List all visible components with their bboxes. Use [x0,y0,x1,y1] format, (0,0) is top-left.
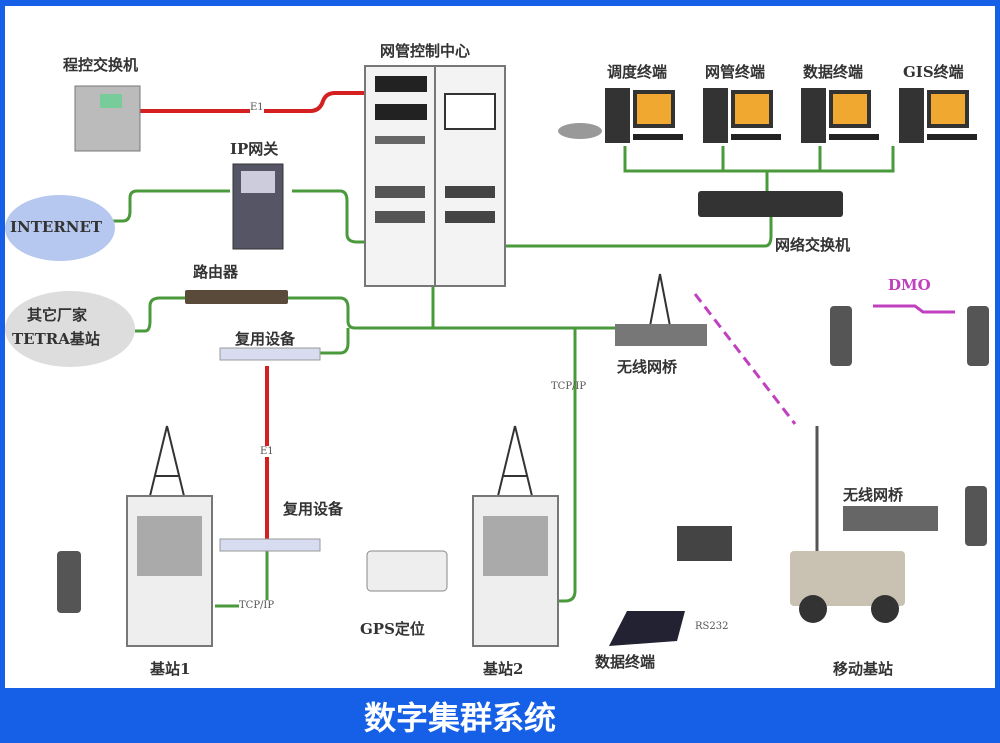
mobile-base-station-icon [790,426,938,623]
base-station-1-icon [126,425,213,647]
dmo-zigzag [873,304,955,314]
label-other-vendor-2: TETRA基站 [12,330,100,348]
mux-top-icon [219,347,321,361]
link-mux-backbone [317,328,350,355]
base-station-2-icon [472,425,559,647]
dispatch-microphone-icon [558,123,602,139]
label-data-terminal-top: 数据终端 [803,63,864,81]
link-switch-terminals [623,146,895,191]
wireless-bridge-icon [615,273,707,346]
label-base-station-2: 基站2 [483,660,524,678]
label-tcpip-1: TCP/IP [551,381,587,392]
label-other-vendor-1: 其它厂家 [27,306,88,324]
label-rs232: RS232 [695,621,729,632]
network-switch-icon [698,191,843,217]
diagram-title: 数字集群系统 [363,698,556,737]
router-icon [185,290,288,304]
label-wireless-bridge-1: 无线网桥 [617,358,678,376]
link-tetra-router [135,296,185,333]
handheld-radio-icon [57,306,989,613]
label-nms-center: 网管控制中心 [380,42,471,60]
label-ip-gateway: IP网关 [230,140,279,158]
label-mux-top: 复用设备 [235,330,296,348]
link-bs2 [550,328,577,603]
mux-bottom-icon [219,538,321,552]
diagram-canvas: 程控交换机 网管控制中心 IP网关 INTERNET 路由器 其它厂家 TETR… [5,6,995,688]
label-data-terminal-bottom: 数据终端 [595,653,656,671]
label-gps: GPS定位 [360,620,425,638]
label-mux-bottom: 复用设备 [283,500,344,518]
link-nms-switch [505,216,773,248]
label-e1-vertical: E1 [260,446,274,457]
link-gateway-nms [292,189,365,244]
label-pbx: 程控交换机 [63,56,139,74]
label-base-station-1: 基站1 [150,660,191,678]
tetra-base-icon [5,291,135,367]
label-router: 路由器 [193,263,239,281]
label-tcpip-2: TCP/IP [239,600,275,611]
label-nms-terminal: 网管终端 [705,63,766,81]
label-wireless-bridge-2: 无线网桥 [843,486,904,504]
internet-cloud-icon [5,195,115,261]
link-internet-gateway [110,189,230,223]
nms-rack-icon [364,65,506,287]
terminal-computers-icon [605,88,977,143]
dmo-wireless-link [693,293,797,425]
link-router-backbone [288,296,615,330]
laptop-icon [609,611,685,646]
label-internet: INTERNET [10,218,103,236]
label-network-switch: 网络交换机 [775,236,851,254]
label-dmo: DMO [888,276,931,294]
label-mobile-base-station: 移动基站 [833,660,894,678]
radio-terminal-icon [677,526,732,561]
footer-banner: 数字集群系统 [0,688,1000,743]
gps-vehicle-icon [366,550,448,592]
label-e1-top: E1 [250,102,264,113]
label-gis-terminal: GIS终端 [903,63,964,81]
diagram-graphics [5,65,989,647]
e1-link-pbx [125,91,365,113]
label-dispatch-terminal: 调度终端 [607,63,668,81]
